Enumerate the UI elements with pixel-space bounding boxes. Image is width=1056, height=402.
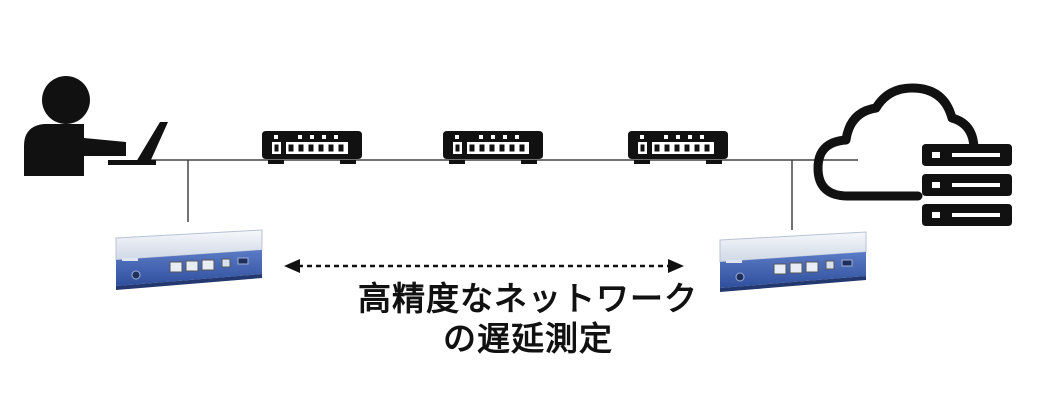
- network-switch-icon: [443, 131, 543, 164]
- caption-line-2: の遅延測定: [443, 319, 613, 358]
- server-rack-icon: [922, 144, 1012, 226]
- network-switch-icon: [628, 131, 728, 164]
- latency-arrow: [284, 259, 684, 273]
- network-switch-icon: [262, 131, 362, 164]
- person-with-laptop-icon: [24, 76, 168, 176]
- cloud-icon: [813, 83, 979, 201]
- caption-line-1: 高精度なネットワーク: [358, 279, 698, 318]
